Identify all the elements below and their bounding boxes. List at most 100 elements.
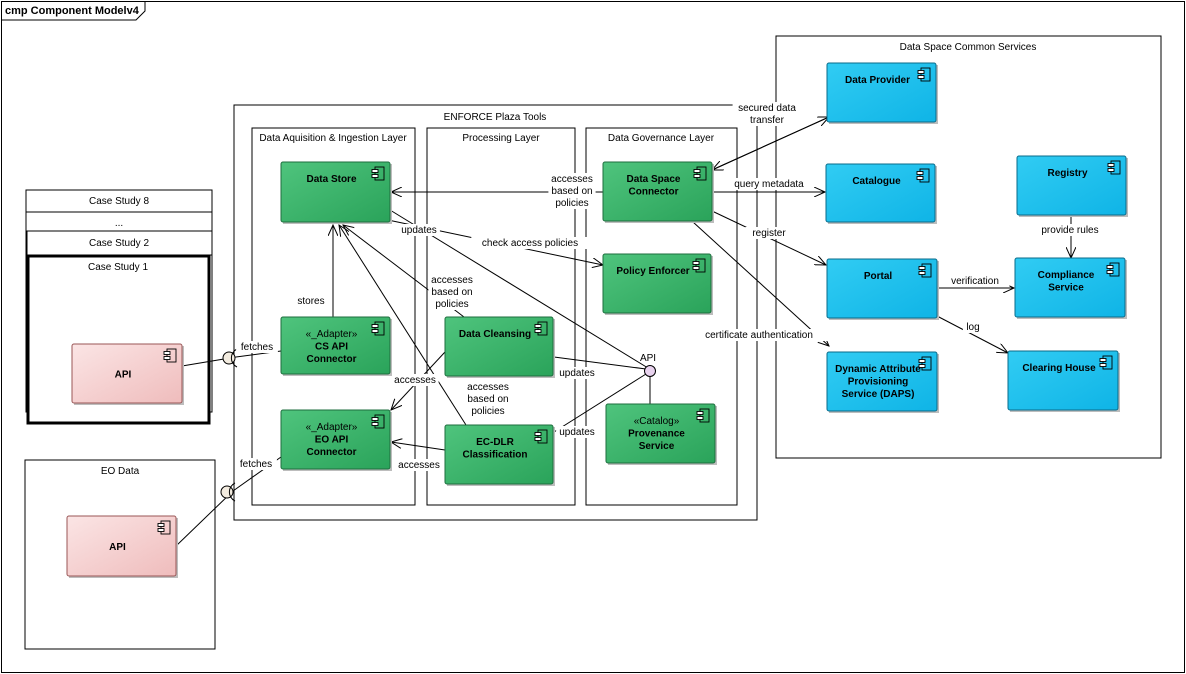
case-study-8-title: Case Study 8 [89,196,149,207]
component-name-line: Data Space [627,174,681,185]
component-icon [534,321,548,336]
component-registry[interactable]: Registry [1016,155,1128,217]
component-icon [917,67,931,82]
component-box [602,253,712,314]
component-name-line: Portal [864,271,893,282]
component-name-line: Data Store [306,174,356,185]
edge-secured-transfer-in [712,116,830,170]
edge-label-updates-ecdlr: updates [556,426,598,438]
edge-ecdlr-accesses-datastore [339,225,467,426]
edge-label-text: based on [467,394,508,405]
component-policy-enforcer[interactable]: Policy Enforcer [602,253,713,315]
component-box [825,163,936,223]
component-data-cleansing[interactable]: Data Cleansing [444,316,555,378]
edge-label-bg [391,374,439,386]
eo-port-socket [228,482,236,502]
cs-port-circle[interactable] [222,351,236,365]
edge-label-text: register [752,228,786,239]
component-name-line: Classification [462,450,527,461]
edge-label-stores: stores [292,295,330,307]
component-box [66,515,177,577]
component-ecdlr[interactable]: EC-DLR Classification [444,424,555,486]
component-icon [1099,355,1113,370]
eo-port-circle[interactable] [220,485,234,499]
component-api-cs[interactable]: API [71,343,184,405]
edge-label-bg [732,102,802,114]
edge-label-bg [236,341,278,353]
component-name-line: Provisioning [848,377,909,388]
component-name-line: Connector [307,447,357,458]
edge-label-certificate-auth: certificate authentication [686,329,832,341]
component-name-line: Connector [629,187,679,198]
component-data-store[interactable]: Data Store [280,161,392,224]
edge-label-bg [235,458,277,470]
api-interface-lollipop[interactable] [644,365,656,377]
component-name-line: Clearing House [1022,363,1096,374]
edge-label-text: policies [555,198,588,209]
component-box [444,424,554,485]
component-icon [371,414,385,429]
edge-label-bg [729,178,809,190]
component-icon [918,356,932,371]
edge-label-text: updates [559,368,595,379]
edge-label-text: updates [401,225,437,236]
edge-label-bg [743,114,791,126]
edge-label-bg [471,237,589,249]
edge-label-text: log [966,322,979,333]
edge-label-verification: verification [940,275,1010,287]
edge-eo-api-to-port [175,490,234,547]
edge-label-bg [962,321,984,333]
edge-label-text: accesses [467,382,509,393]
edge-updates-ecdlr [553,373,647,433]
edge-log [936,315,1008,353]
edge-label-text: verification [951,276,999,287]
case-study-ellipsis-container: ... [25,211,213,233]
component-name-line: Compliance [1038,270,1095,281]
component-name-line: CS API [315,342,348,353]
component-name-line: EC-DLR [476,437,515,448]
component-box [280,316,391,375]
edge-ecdlr-accesses-eo [391,442,446,451]
edge-label-bg [292,295,330,307]
component-name-line: Registry [1047,168,1087,179]
component-icon [693,166,707,181]
component-api-eo[interactable]: API [66,515,178,578]
edge-label-bg [548,185,596,197]
edge-label-text: fetches [241,342,273,353]
edge-label-fetches-cs: fetches [236,341,278,353]
edge-label-text: check access policies [482,238,578,249]
edge-label-bg [548,197,596,209]
edge-label-text: secured data [738,103,796,114]
edge-label-bg [464,405,512,417]
component-clearing-house[interactable]: Clearing House [1007,350,1120,412]
component-stereotype: «Catalog» [634,416,680,427]
component-icon [918,263,932,278]
component-box [1007,350,1119,411]
edge-label-query-metadata: query metadata [729,178,809,190]
edge-updates-datastore [389,209,649,369]
edge-label-text: provide rules [1041,225,1098,236]
component-name-line: Data Cleansing [459,329,531,340]
cs-port-socket [230,348,238,368]
component-data-provider[interactable]: Data Provider [826,62,938,124]
component-catalogue[interactable]: Catalogue [825,163,937,224]
acquisition-layer-title: Data Aquisition & Ingestion Layer [259,133,407,144]
component-box [71,343,183,404]
case-study-2-container: Case Study 2 [26,230,213,256]
component-name-line: Connector [307,354,357,365]
edge-label-text: accesses [398,460,440,471]
component-stereotype: «_Adapter» [306,329,358,340]
component-box [826,258,938,319]
component-portal[interactable]: Portal [826,258,939,320]
component-box [444,316,554,377]
component-icon [371,321,385,336]
